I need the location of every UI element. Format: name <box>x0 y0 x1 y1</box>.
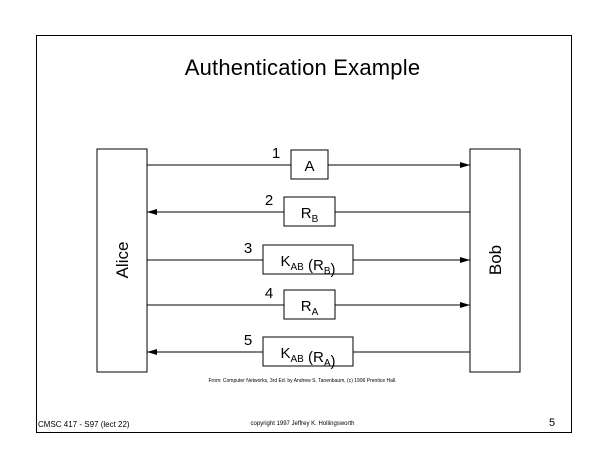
message-2: 2RB <box>147 192 470 227</box>
copyright-footer: copyright 1997 Jeffrey K. Hollingsworth <box>250 421 355 427</box>
message-symbol: A <box>304 158 314 175</box>
message-content: A <box>304 158 314 175</box>
message-content: KAB (RA) <box>280 345 335 370</box>
message-subscript: B <box>312 214 319 225</box>
message-box <box>262 336 354 367</box>
message-symbol: R <box>313 257 324 274</box>
message-number: 4 <box>265 285 273 302</box>
page-number: 5 <box>549 417 556 429</box>
message-symbol: K <box>280 253 290 270</box>
message-number: 3 <box>244 240 252 257</box>
message-1: 1A <box>147 145 470 180</box>
alice-label: Alice <box>113 242 132 279</box>
alice-party: Alice <box>96 148 148 373</box>
message-number: 5 <box>244 332 252 349</box>
message-content: RB <box>301 205 319 225</box>
message-box <box>283 289 336 320</box>
message-subscript: AB <box>290 354 304 365</box>
message-subscript: AB <box>290 262 304 273</box>
bob-party: Bob <box>469 148 521 373</box>
message-symbol: R <box>301 205 312 222</box>
message-box <box>290 149 329 180</box>
course-footer: CMSC 417 - S97 (lect 22) <box>38 420 130 429</box>
slide-title: Authentication Example <box>184 55 421 80</box>
message-symbol: R <box>301 298 312 315</box>
message-subscript: B <box>324 266 331 277</box>
slide-frame <box>36 35 572 433</box>
message-symbol: R <box>313 349 324 366</box>
message-subscript: A <box>312 307 319 318</box>
message-number: 1 <box>272 145 280 162</box>
message-number: 2 <box>265 192 273 209</box>
message-subscript: A <box>324 358 331 369</box>
figure-credit: From: Computer Networks, 3rd Ed. by Andr… <box>208 378 397 384</box>
message-symbol: K <box>280 345 290 362</box>
message-content: RA <box>301 298 319 318</box>
message-box <box>283 196 336 227</box>
message-box <box>262 244 354 275</box>
message-content: KAB (RB) <box>280 253 335 278</box>
bob-label: Bob <box>486 245 505 275</box>
message-4: 4RA <box>147 285 470 320</box>
